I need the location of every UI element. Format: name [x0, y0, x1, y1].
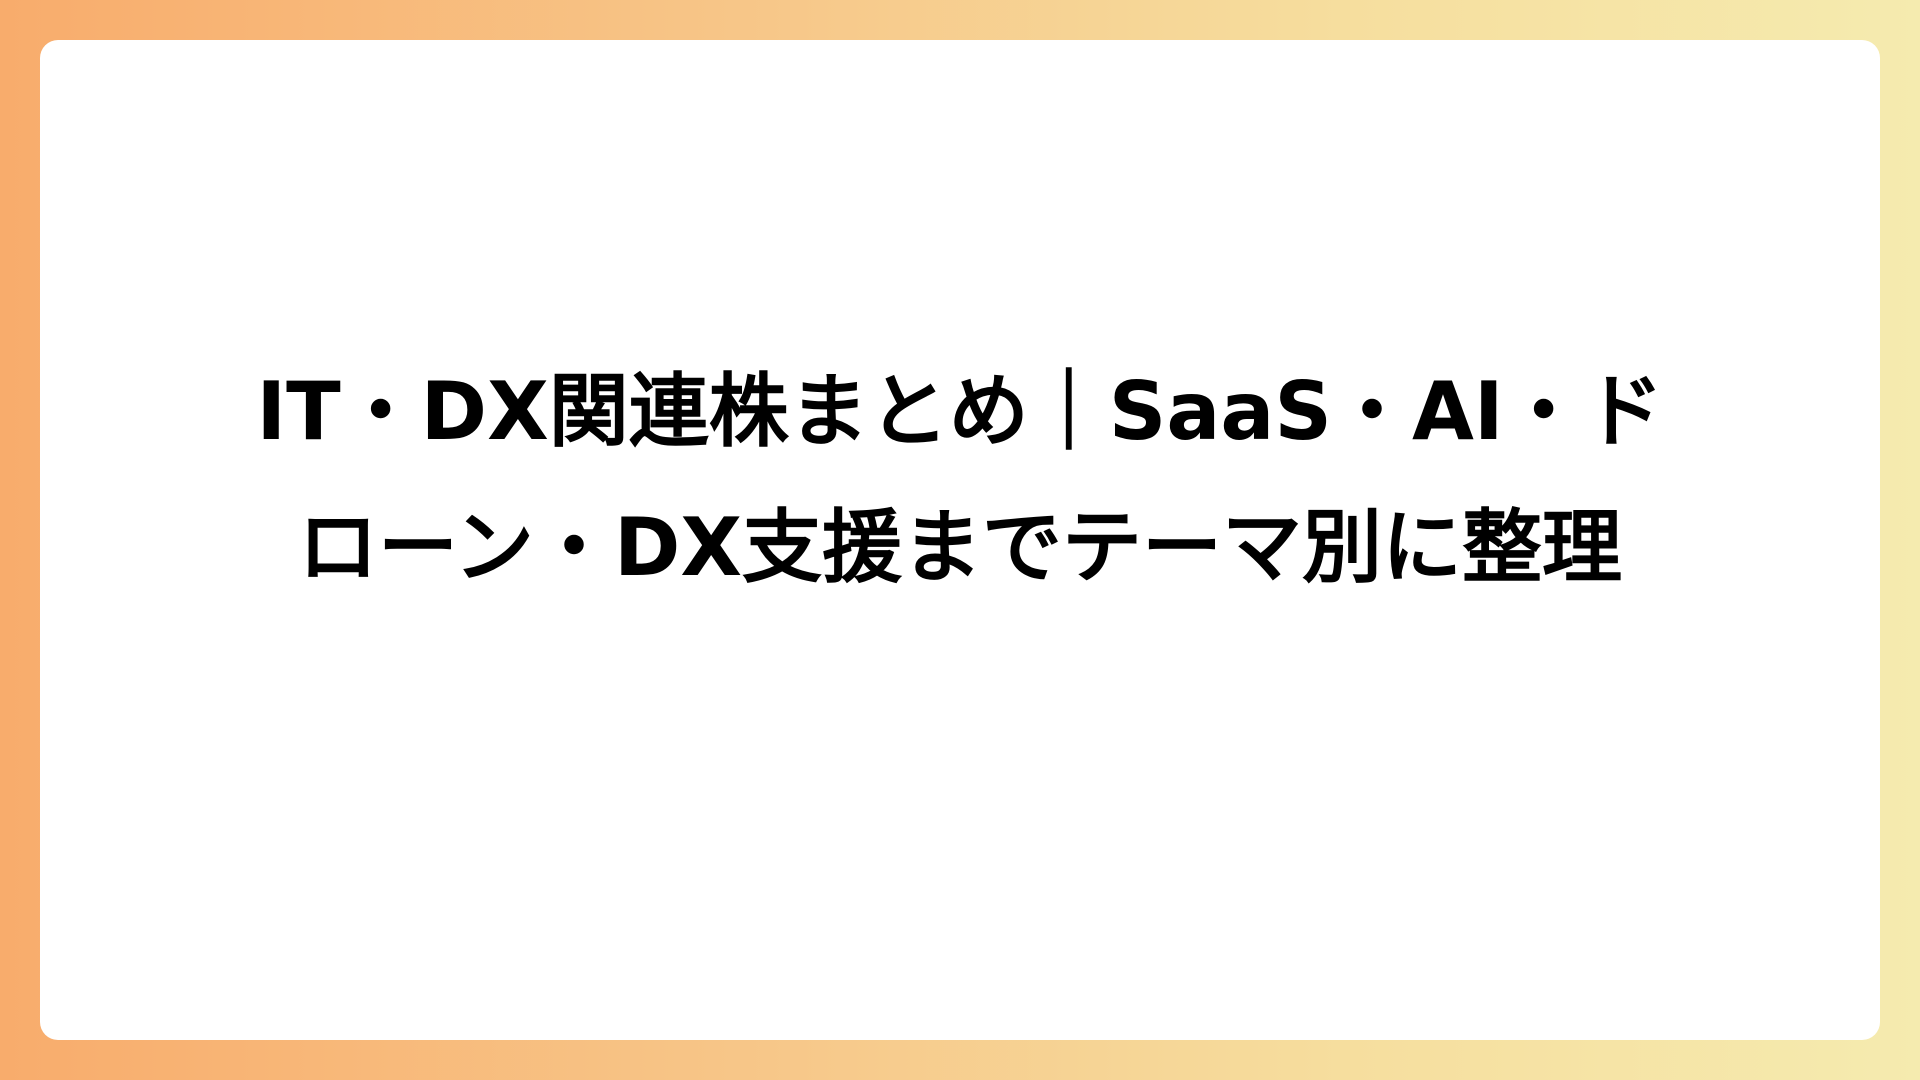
title-card: IT・DX関連株まとめ｜SaaS・AI・ド ローン・DX支援までテーマ別に整理 [40, 40, 1880, 1040]
page-title: IT・DX関連株まとめ｜SaaS・AI・ド ローン・DX支援までテーマ別に整理 [250, 344, 1670, 616]
title-line-1: IT・DX関連株まとめ｜SaaS・AI・ド [256, 365, 1664, 458]
title-line-2: ローン・DX支援までテーマ別に整理 [297, 501, 1623, 594]
